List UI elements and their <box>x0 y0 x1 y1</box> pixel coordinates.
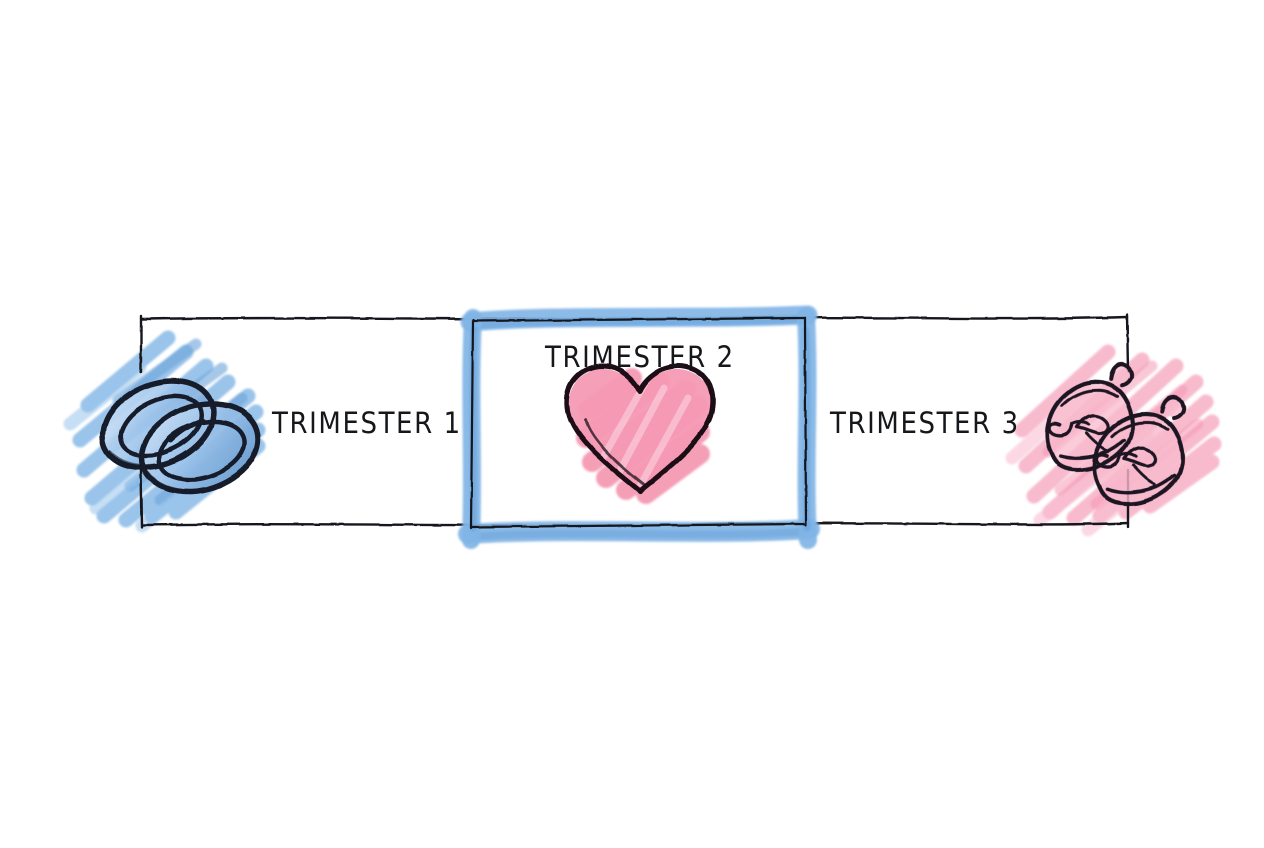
heart-icon <box>564 363 716 504</box>
baby-shoes-icon <box>1045 362 1186 506</box>
trimester-2-cell-outline <box>469 316 808 530</box>
wedding-rings-icon <box>99 377 262 495</box>
segment-label-trimester-1[interactable]: TRIMESTER 1 <box>272 407 462 441</box>
segment-label-trimester-2[interactable]: TRIMESTER 2 <box>545 341 735 375</box>
segment-label-trimester-3[interactable]: TRIMESTER 3 <box>830 407 1020 441</box>
